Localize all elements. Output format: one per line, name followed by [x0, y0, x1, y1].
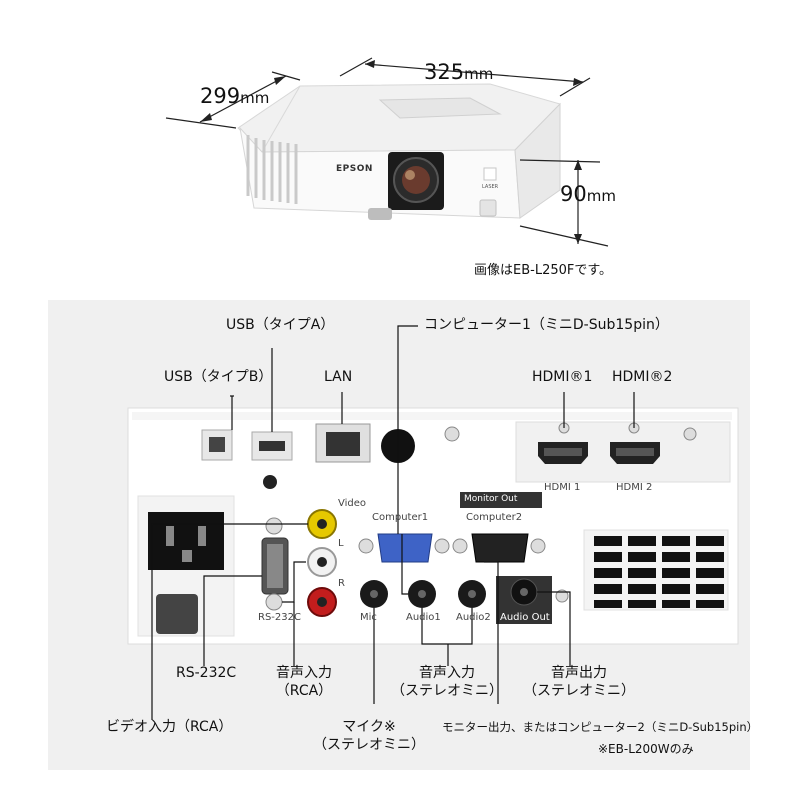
printed-hdmi1: HDMI 1 — [544, 482, 581, 493]
usb-a-port — [251, 431, 293, 461]
screw-icon — [263, 475, 277, 489]
printed-video: Video — [338, 498, 367, 509]
screw-icon — [444, 426, 460, 442]
printed-rs232c: RS-232C — [258, 612, 301, 623]
rear-vent — [594, 536, 724, 608]
label-video-in: ビデオ入力（RCA） — [106, 719, 233, 735]
hdmi2-port — [610, 422, 660, 464]
image-caption: 画像はEB-L250Fです。 — [474, 263, 613, 278]
audio-l-rca-jack — [307, 547, 337, 577]
label-lan: LAN — [324, 369, 353, 385]
screw-icon — [555, 589, 569, 603]
label-audio-out: 音声出力 （ステレオミニ） — [514, 664, 644, 700]
label-hdmi1: HDMI®1 — [532, 369, 593, 385]
printed-left: L — [338, 538, 344, 549]
audio2-jack — [458, 580, 486, 608]
audio-r-rca-jack — [307, 587, 337, 617]
mic-jack — [360, 580, 388, 608]
printed-right: R — [338, 578, 345, 589]
label-audio-out-line1: 音声出力 — [551, 665, 607, 681]
label-mic-line1: マイク※ — [342, 719, 396, 735]
lan-port — [315, 423, 371, 463]
label-mic-line2: （ステレオミニ） — [313, 737, 425, 753]
printed-computer2: Computer2 — [466, 512, 523, 523]
audio-out-jack — [510, 578, 538, 606]
computer1-vga-port — [358, 533, 450, 563]
power-inlet — [148, 512, 224, 570]
label-usb-b: USB（タイプB） — [164, 369, 273, 385]
printed-audio-out: Audio Out — [500, 612, 550, 623]
rear-panel-illustration — [127, 325, 739, 720]
printed-mic: Mic — [360, 612, 377, 623]
label-usb-a: USB（タイプA） — [226, 317, 335, 333]
computer2-vga-port — [452, 533, 546, 563]
label-audio-in-stereo-line1: 音声入力 — [419, 665, 475, 681]
rs232c-port — [261, 517, 289, 611]
power-clip — [156, 594, 198, 634]
label-audio-in-stereo: 音声入力 （ステレオミニ） — [382, 664, 512, 700]
monitor-out-box — [460, 492, 542, 508]
label-hdmi2: HDMI®2 — [612, 369, 673, 385]
projector-brand-label: EPSON — [336, 164, 373, 174]
printed-computer1: Computer1 — [372, 512, 429, 523]
label-audio-in-stereo-line2: （ステレオミニ） — [391, 683, 503, 699]
label-monitor-out: モニター出力、またはコンピューター2（ミニD-Sub15pin） — [442, 720, 759, 734]
label-audio-in-rca-line2: （RCA） — [275, 683, 333, 699]
leader-lines — [151, 325, 635, 720]
printed-monitor-out: Monitor Out — [464, 494, 518, 504]
label-audio-out-line2: （ステレオミニ） — [523, 683, 635, 699]
label-mic: マイク※ （ステレオミニ） — [304, 718, 434, 754]
width-dimension: 325mm — [424, 60, 494, 84]
label-computer1: コンピューター1（ミニD-Sub15pin） — [424, 317, 669, 333]
label-note: ※EB-L200Wのみ — [598, 742, 694, 756]
video-rca-jack — [307, 509, 337, 539]
projector-illustration — [165, 57, 609, 247]
depth-dimension: 299mm — [200, 84, 270, 108]
label-audio-in-rca-line1: 音声入力 — [276, 665, 332, 681]
printed-hdmi2: HDMI 2 — [616, 482, 653, 493]
height-dimension: 90mm — [560, 182, 616, 206]
label-rs232c: RS-232C — [176, 665, 237, 681]
label-audio-in-rca: 音声入力 （RCA） — [256, 664, 352, 700]
printed-audio1: Audio1 — [406, 612, 441, 623]
screw-icon — [683, 427, 697, 441]
printed-audio2: Audio2 — [456, 612, 491, 623]
usb-b-port — [201, 429, 233, 461]
dimension-lines — [165, 57, 609, 247]
audio1-jack — [408, 580, 436, 608]
front-vent — [246, 135, 298, 204]
laser-badge: LASER — [482, 184, 499, 190]
